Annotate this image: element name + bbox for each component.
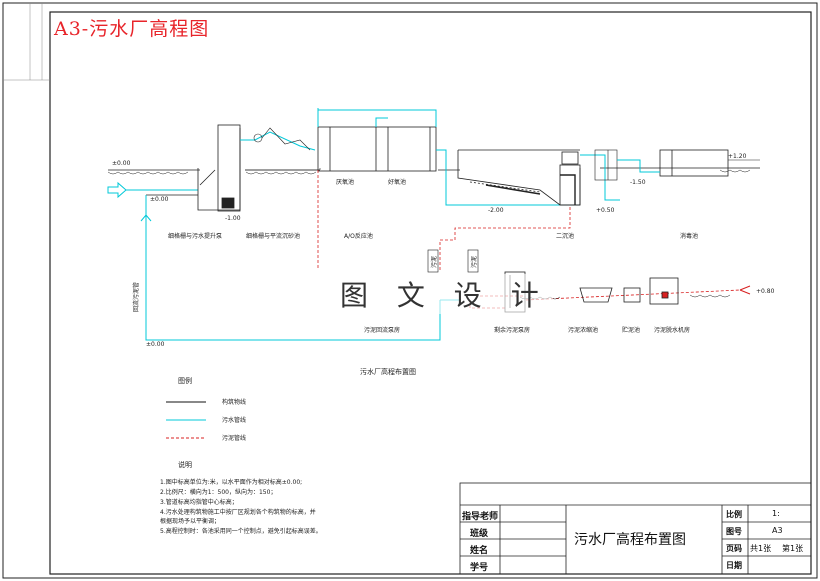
tb-scale-label: 比例 [726,510,742,519]
pump-icon [253,127,311,151]
title-block [459,482,812,575]
label-sludge-vert-2: 污泥 [470,256,478,268]
tb-drawing-name: 污水厂高程布置图 [574,532,686,548]
label-disinfection: 消毒池 [680,232,698,240]
label-screen-pump: 细格栅与污水提升泵 [168,232,222,240]
note-4: 4.污水处理构筑物施工中按厂区规划各个构筑物的标高，并 [160,508,316,516]
sludge-thickener [579,287,613,303]
note-2: 2.比例尺：横向为1：500，纵向为：150； [160,488,276,496]
tb-date-label: 日期 [726,561,742,570]
screen-pump-structure [146,124,241,212]
watermark-text: 图 文 设 计 [336,274,553,314]
dewatering-house [649,277,679,305]
elev-3: -2.00 [488,207,504,214]
label-secondary-clarifier: 二沉池 [556,232,574,240]
label-ao-tank: A/O反应池 [344,232,373,240]
label-return-sludge-pipe: 回流污泥管 [132,282,140,312]
label-anaerobic: 厌氧池 [336,178,354,186]
inlet-arrow-icon [107,181,127,199]
label-dewatering: 污泥脱水机房 [654,326,690,334]
note-3: 3.管道标高均指管中心标高； [160,498,238,506]
ao-tank [317,126,437,172]
label-sludge-thickener: 污泥浓缩池 [568,326,598,334]
tb-pages-current: 第1张 [782,544,804,553]
sludge-storage [623,287,641,303]
page-title: A3-污水厂高程图 [54,18,210,40]
note-1: 1.图中标高单位为:米，以水平面作为相对标高±0.00; [160,478,302,486]
tb-advisor-label: 指导老师 [462,512,499,522]
elev-7: +0.80 [756,288,775,295]
elev-8: -1.50 [630,179,646,186]
legend-title: 图例 [178,376,192,385]
elev-0: ±0.00 [112,160,131,167]
tb-pages-label: 页码 [726,544,742,553]
legend-label-structure: 构筑物线 [222,398,246,406]
elev-5: +1.20 [728,153,747,160]
label-plan-title: 污水厂高程布置图 [360,367,416,376]
note-6: 5.高程控制时：各池采用同一个控制点，避免引起标高误差。 [160,527,322,535]
label-sludge-return-pump: 污泥回流泵房 [364,326,400,334]
label-fine-screen-grit: 细格栅与平流沉砂池 [246,232,300,240]
tb-class-label: 班级 [470,529,489,539]
legend-label-sewage: 污水管线 [222,416,246,424]
tb-pages-total: 共1张 [750,544,772,553]
label-excess-sludge-pump: 剩余污泥泵房 [494,326,530,334]
tb-drawing-no-value: A3 [772,526,783,535]
legend-label-sludge: 污泥管线 [222,434,246,442]
label-aerobic: 好氧池 [388,178,406,186]
note-5: 根据现场予以平衡调； [160,517,220,525]
tb-student-id-label: 学号 [470,563,489,573]
tb-name-label: 姓名 [470,546,489,556]
label-sludge-vert-1: 污泥 [430,256,438,268]
legend: 图例 构筑物线 污水管线 污泥管线 [166,376,246,442]
elev-1: ±0.00 [150,196,169,203]
elev-2: -1.00 [225,215,241,222]
label-digester: 贮泥池 [622,326,640,334]
disinfection-tank [659,149,729,177]
secondary-clarifier [457,149,581,206]
notes-title: 说明 [178,460,192,469]
elev-4: +0.50 [596,207,615,214]
tb-scale-value: 1: [772,509,780,518]
inner-frame [49,11,812,575]
notes: 说明 1.图中标高单位为:米，以水平面作为相对标高±0.00; 2.比例尺：横向… [160,460,322,535]
tb-drawing-no-label: 图号 [726,527,742,536]
elev-6: ±0.00 [146,341,165,348]
